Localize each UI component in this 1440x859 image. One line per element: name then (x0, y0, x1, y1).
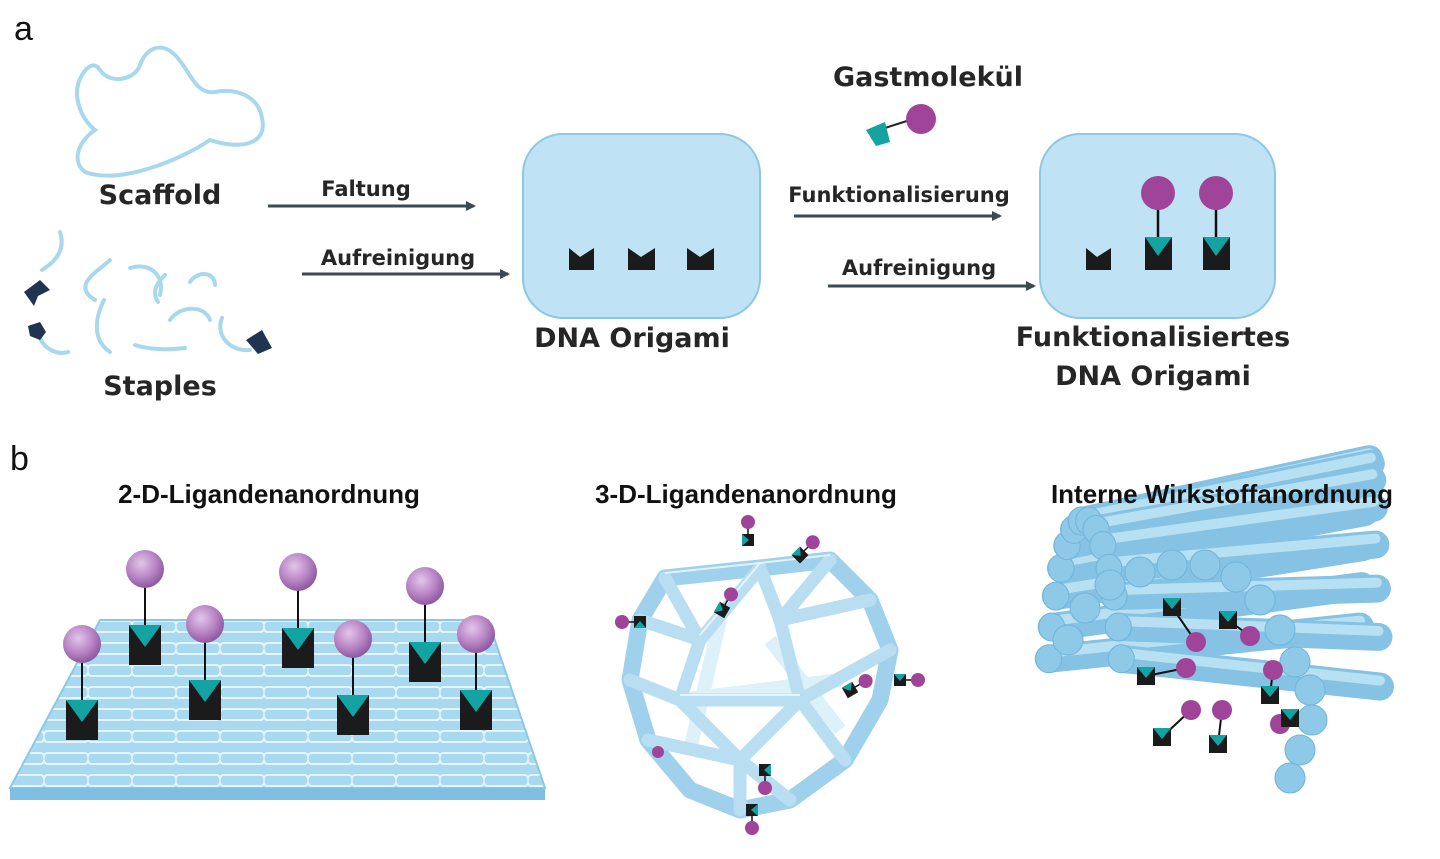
3d-polyhedron (621, 551, 899, 819)
barrel-cylinder-end (1274, 762, 1306, 794)
dna-origami-label: DNA Origami (534, 323, 730, 354)
barrel-cylinder-end (1284, 734, 1316, 766)
internal-drug-molecule (1219, 611, 1260, 646)
functionalization-label: Funktionalisierung (788, 183, 1010, 207)
guest-molecule-label: Gastmolekül (832, 62, 1024, 93)
scaffold-label: Scaffold (98, 180, 222, 211)
internal-drug-molecules (1137, 598, 1299, 753)
ligand-2d (457, 615, 495, 730)
panel-b-label: b (10, 440, 29, 478)
internal-drug-molecule (1163, 598, 1206, 652)
ligand-2d (186, 605, 224, 720)
ligand-3d-partial (652, 746, 664, 758)
ligand-2d (406, 567, 444, 682)
barrel-cylinder-end (1069, 592, 1101, 624)
purification-label-1: Aufreinigung (320, 246, 476, 270)
ligand-3d (713, 587, 738, 619)
ligand-3d (615, 615, 646, 629)
functionalized-origami-tile (1039, 133, 1276, 319)
barrel-cylinder-end (1124, 556, 1156, 588)
scaffold-strand (75, 45, 265, 178)
internal-drug-molecule (1209, 700, 1232, 753)
internal-drug-molecule (1137, 658, 1196, 685)
title-internal-drug-arrangement: Interne Wirkstoffanordnung (1050, 479, 1394, 509)
purification-label-2: Aufreinigung (841, 256, 997, 280)
guest-molecule (866, 104, 936, 146)
title-2d-ligand-arrangement: 2-D-Ligandenanordnung (118, 479, 420, 509)
internal-drug-molecule (1261, 660, 1283, 704)
barrel-cylinder-end (1220, 561, 1252, 593)
barrel-cylinder (1107, 644, 1394, 701)
staples-label: Staples (103, 371, 217, 402)
staple-strands (38, 230, 252, 355)
ligand-2d (63, 625, 101, 740)
barrel-cylinder-end (1294, 674, 1326, 706)
ligand-2d (126, 550, 164, 665)
internal-drug-molecule (1153, 700, 1201, 746)
barrel-cylinder-end (1052, 624, 1084, 656)
staple-markers (24, 280, 272, 354)
ligand-2d (279, 553, 317, 668)
barrel-cylinder-end (1264, 614, 1296, 646)
ligand-3d (741, 515, 755, 546)
barrel-cylinder-end (1189, 549, 1221, 581)
internal-drug-molecule (1270, 709, 1299, 734)
folding-label: Faltung (321, 177, 411, 201)
ligand-3d (841, 674, 873, 699)
functionalized-origami-label-line2: DNA Origami (1055, 361, 1251, 392)
barrel-cylinder-end (1279, 646, 1311, 678)
ligand-3d (745, 804, 759, 835)
ligand-2d (334, 620, 372, 735)
functionalized-origami-label-line1: Funktionalisiertes (1015, 322, 1291, 353)
ligand-3d (894, 673, 925, 687)
2d-ligands (63, 550, 495, 740)
3d-ligands (615, 515, 925, 835)
barrel-cylinder-end (1156, 549, 1188, 581)
title-3d-ligand-arrangement: 3-D-Ligandenanordnung (595, 479, 897, 509)
barrel-cylinder-end (1094, 569, 1126, 601)
ligand-3d (758, 764, 772, 795)
dna-origami-tile (522, 133, 761, 319)
barrel-cylinder (1088, 493, 1388, 561)
barrel-cylinder-end (1244, 584, 1276, 616)
ligand-3d (791, 535, 820, 564)
barrel-cylinder-end (1296, 704, 1328, 736)
panel-a-label: a (14, 10, 33, 48)
